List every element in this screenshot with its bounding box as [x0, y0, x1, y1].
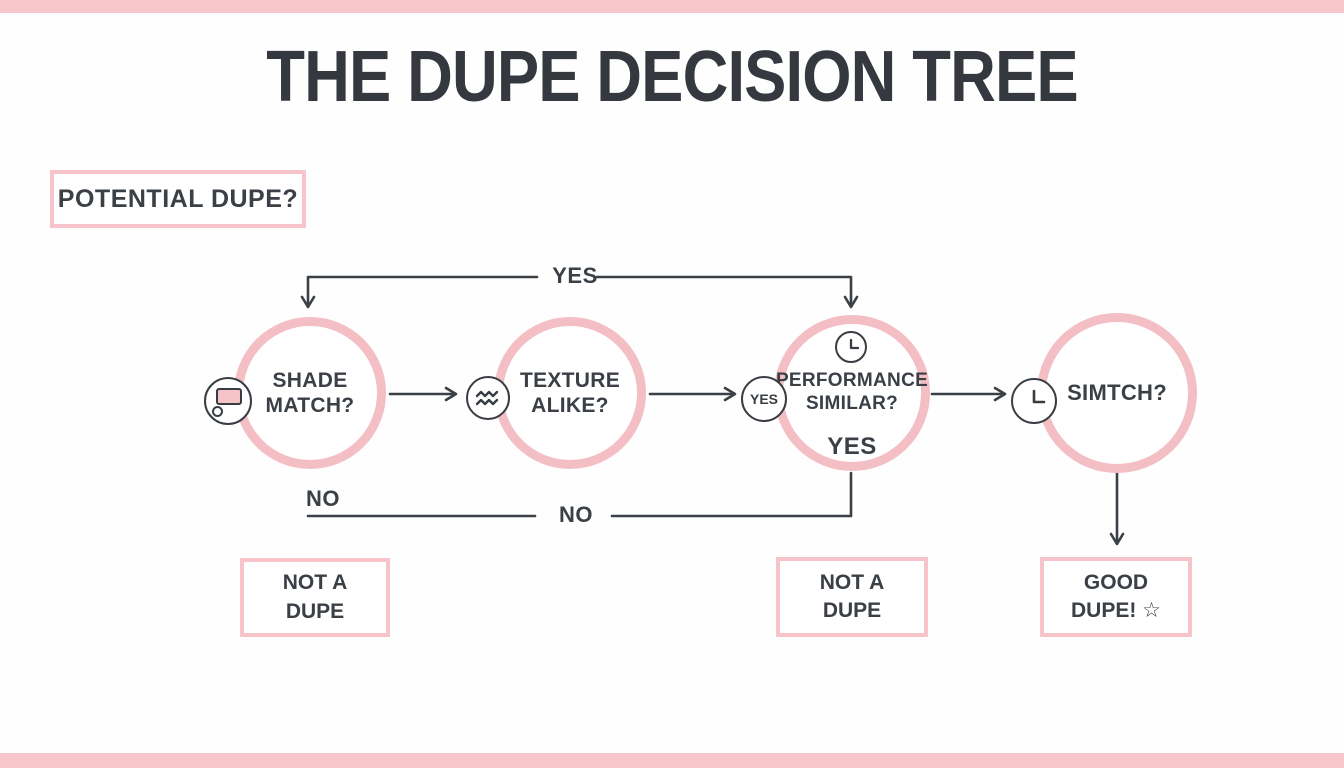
decision-node-shade-match: SHADE MATCH?	[234, 317, 386, 469]
node-label-line: TEXTURE	[519, 368, 621, 392]
node-label-line: SIMTCH?	[1067, 379, 1167, 405]
yes-branch-line-right	[595, 275, 853, 305]
node3-inner-yes-label: YES	[827, 433, 877, 460]
arrowhead-down-node1	[300, 295, 316, 309]
outcome-label-line: DUPE	[822, 599, 882, 622]
outcome-box-not-a-dupe-2: NOT A DUPE	[776, 557, 928, 637]
node-label-line: SHADE	[272, 368, 348, 392]
yes-branch-label: YES	[552, 263, 598, 288]
arrowhead-node4	[993, 386, 1007, 402]
start-node: POTENTIAL DUPE?	[50, 170, 306, 228]
node-label-line: PERFORMANCE	[775, 370, 929, 392]
yes-badge-icon: YES	[741, 376, 787, 422]
arrowhead-down-node3	[843, 295, 859, 309]
decision-node-simtch: SIMTCH?	[1037, 313, 1197, 473]
outcome-label-line: DUPE	[285, 599, 345, 623]
outcome-box-not-a-dupe-1: NOT A DUPE	[240, 558, 390, 637]
clock-icon	[1011, 378, 1057, 424]
swatch-rect	[216, 388, 242, 405]
page-title: THE DUPE DECISION TREE	[266, 37, 1078, 117]
arrowhead-node2	[444, 386, 458, 402]
outcome-label-line: DUPE! ☆	[1071, 599, 1161, 622]
node-label-line: SIMILAR?	[805, 393, 899, 414]
swatch-dot	[212, 406, 223, 417]
clock-icon	[835, 331, 867, 363]
decision-node-texture-alike: TEXTURE ALIKE?	[494, 317, 646, 469]
outcome-label-line: NOT A	[819, 570, 885, 594]
outcome-box-good-dupe: GOOD DUPE! ☆	[1040, 557, 1192, 637]
outcome-label-line: NOT A	[282, 571, 348, 595]
top-accent-bar	[0, 0, 1344, 13]
bottom-accent-bar	[0, 753, 1344, 768]
arrowhead-outcome3	[1109, 532, 1125, 546]
yes-badge-label: YES	[749, 391, 778, 407]
no-branch-label-mid: NO	[559, 502, 593, 527]
no-line-right	[610, 471, 853, 518]
outcome-label-line: GOOD	[1083, 570, 1149, 594]
yes-branch-line-left	[306, 275, 539, 305]
texture-waves-icon	[466, 376, 510, 420]
no-branch-label-left: NO	[306, 486, 340, 511]
node-label-line: ALIKE?	[531, 394, 609, 417]
node-label-line: MATCH?	[265, 394, 355, 417]
arrowhead-node3	[723, 386, 737, 402]
swatch-icon	[204, 377, 252, 425]
start-node-label: POTENTIAL DUPE?	[57, 184, 299, 213]
